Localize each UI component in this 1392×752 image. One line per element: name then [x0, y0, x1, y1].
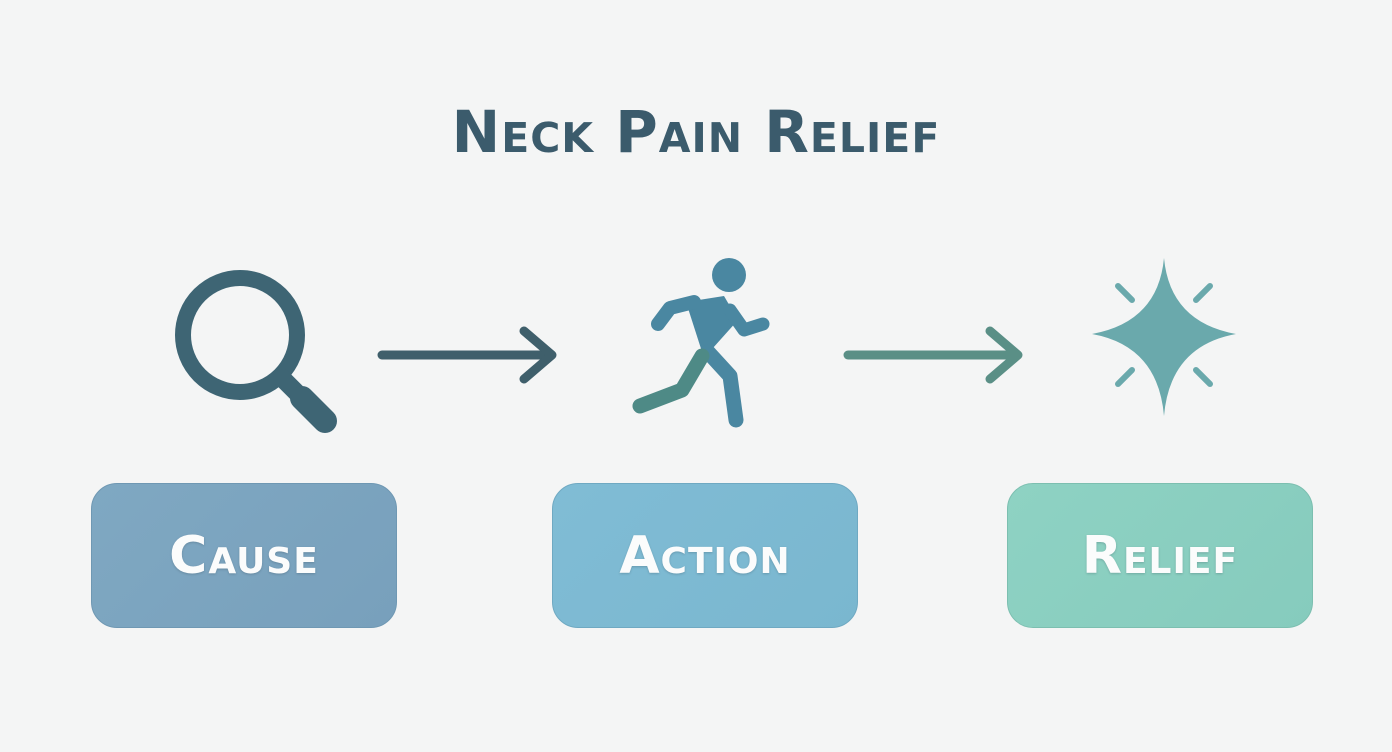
running-person-icon	[620, 250, 790, 440]
stage-relief-label: Relief	[1081, 525, 1239, 586]
stage-cause-box: Cause	[91, 483, 397, 628]
diagram-title: Neck Pain Relief	[451, 98, 941, 166]
stage-relief-box: Relief	[1007, 483, 1313, 628]
arrow-cause-to-action-icon	[374, 322, 564, 388]
sparkle-icon	[1084, 250, 1244, 425]
stage-action-label: Action	[619, 525, 791, 586]
stage-action-box: Action	[552, 483, 858, 628]
stage-cause-label: Cause	[169, 525, 319, 586]
arrow-action-to-relief-icon	[840, 322, 1030, 388]
magnifying-glass-icon	[160, 260, 350, 450]
